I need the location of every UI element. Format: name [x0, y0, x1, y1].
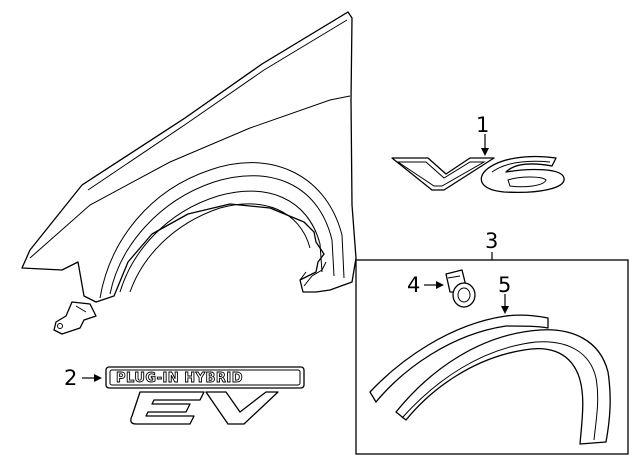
callout-2-label: 2 — [64, 366, 77, 390]
fender-panel[interactable] — [21, 11, 357, 335]
wheel-arch-molding[interactable] — [369, 314, 611, 445]
callout-1-label: 1 — [476, 113, 489, 137]
callout-4-label: 4 — [407, 273, 420, 297]
callout-5-label: 5 — [498, 273, 511, 297]
callout-3-label: 3 — [485, 229, 498, 253]
molding-kit-box — [355, 259, 629, 455]
callout-5-arrow — [501, 294, 509, 314]
callout-4-arrow — [424, 281, 444, 289]
v6-emblem[interactable] — [391, 155, 565, 194]
callout-1-arrow — [481, 134, 489, 156]
clip-part[interactable] — [445, 269, 476, 308]
plug-in-hybrid-ev-badge[interactable]: PLUG-IN HYBRID — [105, 366, 305, 425]
callout-2-arrow — [82, 374, 102, 382]
plug-in-hybrid-text: PLUG-IN HYBRID — [116, 371, 243, 386]
